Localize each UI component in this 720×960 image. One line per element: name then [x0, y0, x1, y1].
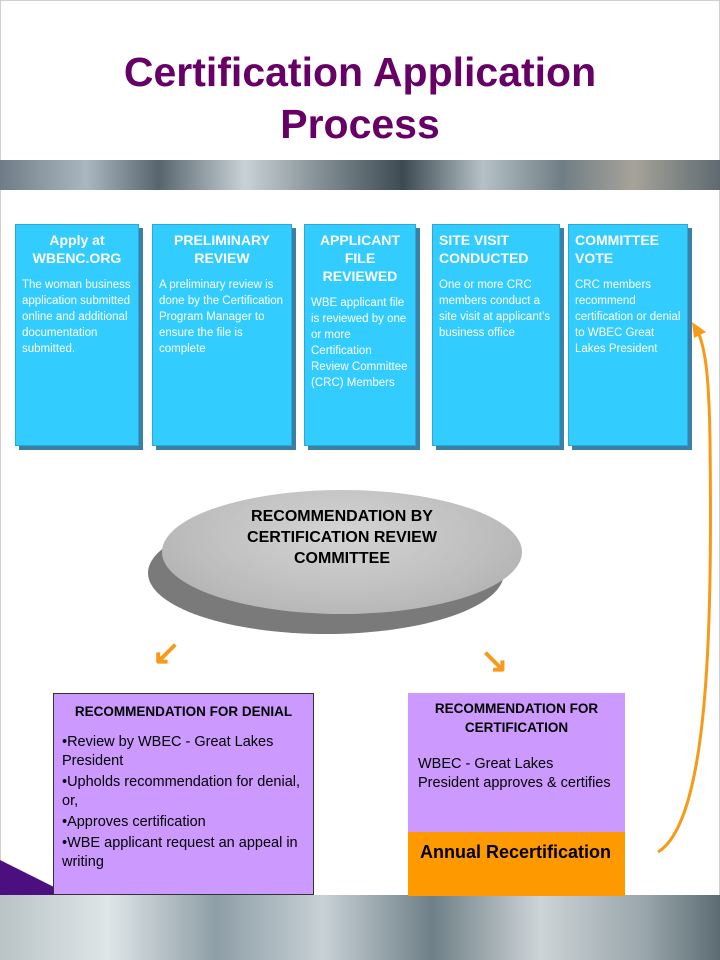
denial-box: RECOMMENDATION FOR DENIAL •Review by WBE… — [53, 693, 314, 895]
list-item: •Approves certification — [62, 814, 206, 830]
title-line-1: Certification Application — [123, 49, 597, 95]
annual-label: Annual Recertification — [420, 842, 612, 862]
list-item: •Upholds recommendation for denial, or, — [62, 774, 301, 809]
step-site-visit: SITE VISIT CONDUCTED One or more CRC mem… — [432, 224, 560, 446]
step-committee-vote: COMMITTEE VOTE CRC members recommend cer… — [568, 224, 688, 446]
photo-collage-strip — [0, 895, 720, 960]
annual-recertification-box: Annual Recertification — [408, 832, 625, 896]
step-body: WBE applicant file is reviewed by one or… — [311, 297, 408, 389]
arrow-down-right-icon: ↘ — [480, 642, 509, 680]
step-body: A preliminary review is done by the Cert… — [159, 279, 284, 355]
recommendation-label: RECOMMENDATION BY CERTIFICATION REVIEW C… — [247, 508, 437, 567]
list-item: •WBE applicant request an appeal in writ… — [62, 835, 298, 870]
step-apply: Apply at WBENC.ORG The woman business ap… — [15, 224, 139, 446]
recommendation-ellipse — [162, 490, 522, 614]
step-preliminary-review: PRELIMINARY REVIEW A preliminary review … — [152, 224, 292, 446]
step-body: CRC members recommend certification or d… — [575, 279, 681, 355]
denial-heading: RECOMMENDATION FOR DENIAL — [74, 704, 293, 719]
list-item: •Review by WBEC - Great Lakes President — [62, 734, 274, 769]
arrow-down-left-icon: ↙ — [152, 634, 181, 672]
page-title: Certification Application Process — [0, 46, 720, 150]
title-line-2: Process — [280, 101, 440, 147]
certification-heading: RECOMMENDATION FOR CERTIFICATION — [434, 701, 599, 735]
denial-list: •Review by WBEC - Great Lakes President … — [62, 733, 305, 872]
step-heading: COMMITTEE VOTE — [575, 232, 659, 266]
step-body: One or more CRC members conduct a site v… — [439, 279, 551, 339]
loop-connector — [657, 322, 712, 854]
certification-box: RECOMMENDATION FOR CERTIFICATION WBEC - … — [408, 693, 625, 833]
certification-body: WBEC - Great Lakes President approves & … — [418, 756, 611, 791]
photo-banner — [0, 160, 720, 190]
step-body: The woman business application submitted… — [22, 279, 131, 355]
step-heading: APPLICANT FILE REVIEWED — [319, 232, 401, 284]
step-heading: PRELIMINARY REVIEW — [174, 232, 270, 266]
step-file-reviewed: APPLICANT FILE REVIEWED WBE applicant fi… — [304, 224, 416, 446]
step-heading: Apply at WBENC.ORG — [32, 232, 122, 266]
step-heading: SITE VISIT CONDUCTED — [439, 232, 529, 266]
